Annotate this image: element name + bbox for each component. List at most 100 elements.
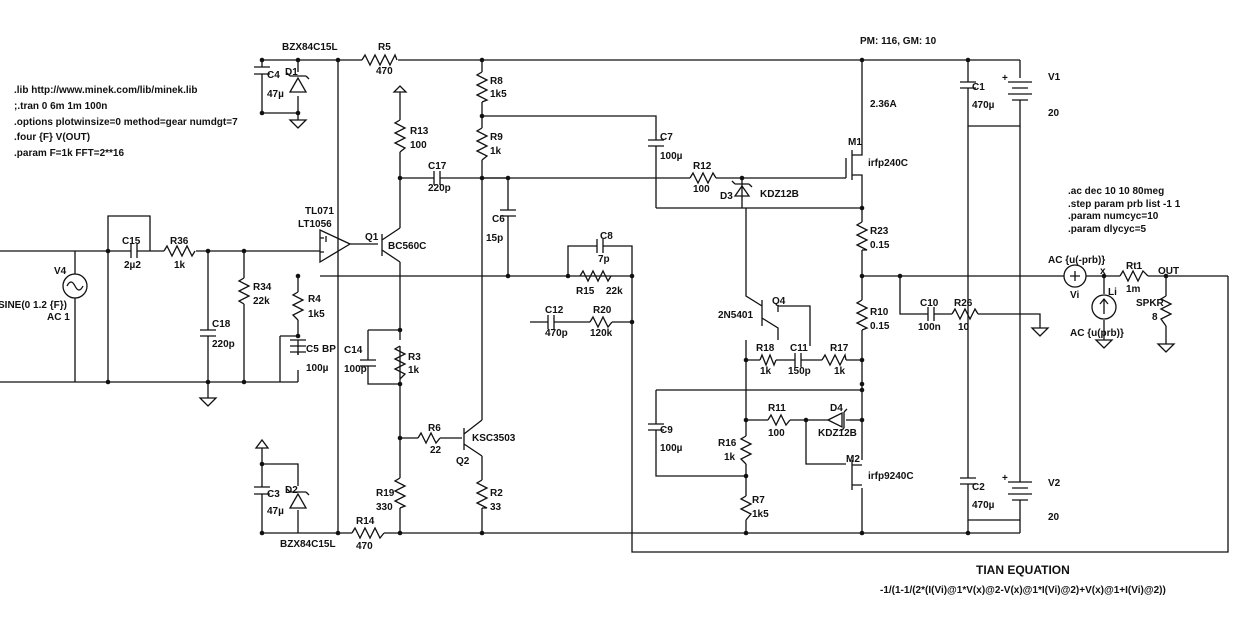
battery-v2[interactable] xyxy=(1008,481,1032,504)
capacitor-c5[interactable] xyxy=(290,339,306,355)
capacitor-c2[interactable] xyxy=(960,477,976,496)
ground-symbols xyxy=(198,119,1176,407)
c14-value: 100p xyxy=(344,364,367,375)
m1-part: irfp240C xyxy=(868,158,908,169)
resistor-r26[interactable] xyxy=(951,307,979,321)
resistor-r16[interactable] xyxy=(739,435,753,465)
c15-value: 2µ2 xyxy=(124,260,141,271)
r2-label: R2 xyxy=(490,488,503,499)
capacitor-c9[interactable] xyxy=(648,423,664,440)
resistor-r11[interactable] xyxy=(767,413,791,427)
resistor-r9[interactable] xyxy=(475,127,489,161)
resistor-r4[interactable] xyxy=(291,291,305,321)
labels: .lib http://www.minek.com/lib/minek.lib … xyxy=(0,36,1181,596)
resistor-r3[interactable] xyxy=(393,345,407,380)
r10-label: R10 xyxy=(870,307,889,318)
capacitor-c18[interactable] xyxy=(200,329,216,350)
r23-value: 0.15 xyxy=(870,240,890,251)
r5-label: R5 xyxy=(378,42,391,53)
resistor-r18[interactable] xyxy=(759,353,777,367)
d3-part: KDZ12B xyxy=(760,189,799,200)
resistor-r2[interactable] xyxy=(475,479,489,509)
c12-value: 470p xyxy=(545,328,568,339)
resistor-r34[interactable] xyxy=(237,277,251,305)
capacitor-c6[interactable] xyxy=(500,209,516,228)
vi-label: Vi xyxy=(1070,290,1079,301)
c14-label: C14 xyxy=(344,345,363,356)
resistor-r23[interactable] xyxy=(855,221,869,251)
c6-label: C6 xyxy=(492,214,505,225)
rt1-label: Rt1 xyxy=(1126,261,1143,272)
capacitor-c4[interactable] xyxy=(254,66,270,83)
zener-d3[interactable] xyxy=(731,180,753,197)
tian-formula: -1/(1-1/(2*(I(Vi)@1*V(x)@2-V(x)@1*I(Vi)@… xyxy=(880,585,1166,596)
c17-label: C17 xyxy=(428,161,447,172)
capacitor-c12[interactable] xyxy=(544,315,558,329)
directive-lib: .lib http://www.minek.com/lib/minek.lib xyxy=(14,85,198,96)
source-v4[interactable] xyxy=(62,251,88,382)
c4-value: 47µ xyxy=(267,89,284,100)
r3-value: 1k xyxy=(408,365,420,376)
junction-dots xyxy=(105,57,1169,536)
q2-part: KSC3503 xyxy=(472,433,516,444)
resistor-r36[interactable] xyxy=(163,244,196,258)
v1-value: 20 xyxy=(1048,108,1060,119)
resistor-r10[interactable] xyxy=(855,299,869,331)
c18-value: 220p xyxy=(212,339,235,350)
r9-label: R9 xyxy=(490,132,503,143)
resistor-r17[interactable] xyxy=(821,353,847,367)
r8-value: 1k5 xyxy=(490,89,507,100)
v4-label: V4 xyxy=(54,266,67,277)
resistor-r20[interactable] xyxy=(589,315,613,329)
resistor-r13[interactable] xyxy=(393,119,407,153)
zener-d2[interactable] xyxy=(286,488,310,509)
resistor-r12[interactable] xyxy=(689,171,717,185)
c2-value: 470µ xyxy=(972,500,995,511)
battery-v1[interactable] xyxy=(1008,81,1032,110)
resistor-r14[interactable] xyxy=(351,526,385,540)
d3-label: D3 xyxy=(720,191,733,202)
current-source-li[interactable] xyxy=(1091,294,1117,320)
out-label: OUT xyxy=(1158,266,1179,277)
r19-label: R19 xyxy=(376,488,395,499)
q4-label: Q4 xyxy=(772,296,786,307)
r15-label: R15 xyxy=(576,286,595,297)
opamp-part-2: LT1056 xyxy=(298,219,332,230)
capacitor-c14[interactable] xyxy=(360,359,376,380)
capacitor-c15[interactable] xyxy=(124,244,144,258)
resistor-r5[interactable] xyxy=(361,53,398,67)
resistor-r19[interactable] xyxy=(393,477,407,509)
r16-label: R16 xyxy=(718,438,737,449)
c3-label: C3 xyxy=(267,489,280,500)
r3-label: R3 xyxy=(408,352,421,363)
resistor-rt1[interactable] xyxy=(1119,269,1149,283)
capacitor-c7[interactable] xyxy=(648,139,664,162)
capacitor-c8[interactable] xyxy=(590,239,610,253)
zener-d1[interactable] xyxy=(286,72,310,93)
capacitor-c17[interactable] xyxy=(428,171,446,185)
resistor-r6[interactable] xyxy=(417,431,441,445)
zener-d4[interactable] xyxy=(826,408,848,432)
resistor-r7[interactable] xyxy=(739,495,753,521)
capacitor-c11[interactable] xyxy=(790,353,806,367)
r18-value: 1k xyxy=(760,366,772,377)
r12-value: 100 xyxy=(693,184,710,195)
c1-value: 470µ xyxy=(972,100,995,111)
resistor-spkr[interactable] xyxy=(1159,295,1173,327)
v1-label: V1 xyxy=(1048,72,1061,83)
resistor-r8[interactable] xyxy=(475,71,489,103)
r9-value: 1k xyxy=(490,146,502,157)
capacitor-c10[interactable] xyxy=(924,307,938,321)
q4-part: 2N5401 xyxy=(718,310,753,321)
resistor-r15[interactable] xyxy=(579,269,612,283)
v4-ac: AC 1 xyxy=(47,312,70,323)
li-ac: AC {u(prb)} xyxy=(1070,328,1124,339)
opamp-u1[interactable] xyxy=(319,228,352,264)
capacitor-c3[interactable] xyxy=(254,486,270,503)
ac-directive-numcyc: .param numcyc=10 xyxy=(1068,211,1159,222)
directive-four: .four {F} V(OUT) xyxy=(14,132,90,143)
capacitor-c1[interactable] xyxy=(960,81,976,104)
source-vi[interactable] xyxy=(1063,264,1087,288)
c2-label: C2 xyxy=(972,482,985,493)
